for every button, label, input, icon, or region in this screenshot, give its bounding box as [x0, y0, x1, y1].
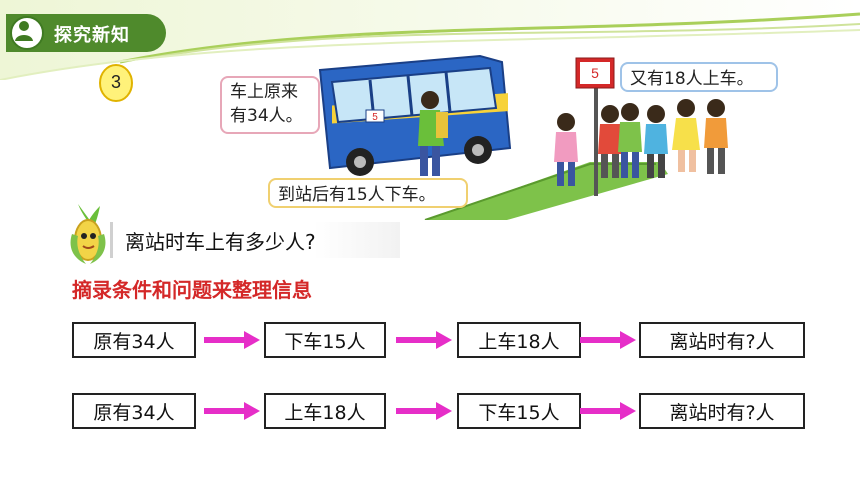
flow-row-2: 原有34人 上车18人 下车15人 离站时有?人	[72, 393, 806, 429]
arrow-right-icon	[204, 402, 260, 420]
flow-row-1: 原有34人 下车15人 上车18人 离站时有?人	[72, 322, 806, 358]
flow-1-step-2: 下车15人	[264, 322, 386, 358]
flow-1-step-3: 上车18人	[457, 322, 581, 358]
bus-callout-line-2: 有34人。	[230, 106, 303, 126]
flow-2-step-3: 下车15人	[457, 393, 581, 429]
question-text: 离站时车上有多少人?	[110, 222, 400, 258]
corn-mascot-icon	[70, 204, 106, 264]
teacher-icon	[10, 16, 44, 50]
flow-1-step-4: 离站时有?人	[639, 322, 805, 358]
instruction-text: 摘录条件和问题来整理信息	[72, 278, 312, 302]
flow-1-step-1: 原有34人	[72, 322, 196, 358]
arrow-right-icon	[580, 402, 636, 420]
example-number-badge: 3	[98, 62, 134, 102]
stop-callout: 又有18人上车。	[620, 62, 778, 92]
bus-callout: 车上原来 有34人。	[220, 76, 320, 134]
flow-2-step-2: 上车18人	[264, 393, 386, 429]
section-title: 探究新知	[54, 25, 130, 46]
flow-2-step-1: 原有34人	[72, 393, 196, 429]
flow-2-step-4: 离站时有?人	[639, 393, 805, 429]
arrow-right-icon	[204, 331, 260, 349]
get-off-callout: 到站后有15人下车。	[268, 178, 468, 208]
arrow-right-icon	[580, 331, 636, 349]
bus-callout-line-1: 车上原来	[230, 82, 298, 102]
scene-drawing: 5 5	[318, 54, 728, 222]
example-number: 3	[110, 71, 121, 92]
arrow-right-icon	[396, 331, 452, 349]
section-tab: 探究新知	[6, 14, 166, 52]
arrow-right-icon	[396, 402, 452, 420]
stop-sign-text: 5	[591, 65, 599, 81]
bus-sign-text: 5	[372, 112, 378, 123]
bus-stop-illustration: 5 5	[210, 50, 810, 222]
